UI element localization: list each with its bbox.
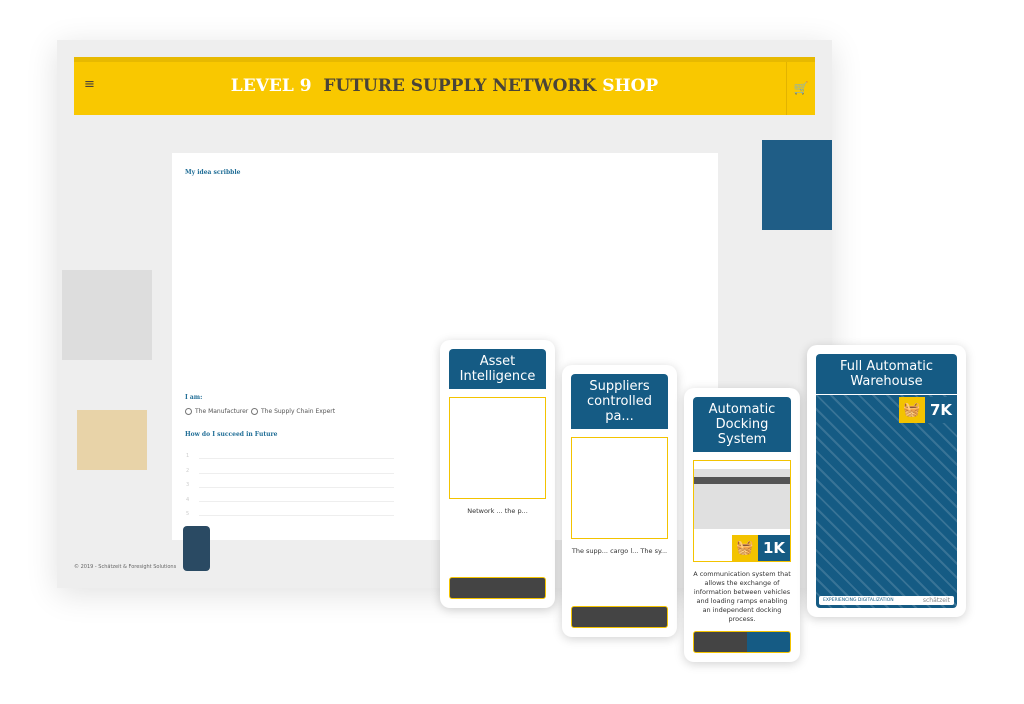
card-footer (693, 631, 791, 653)
radio-manufacturer[interactable]: The Manufacturer (185, 408, 248, 415)
iam-label: I am: (185, 394, 203, 401)
price-badge: 🧺1K (731, 535, 790, 561)
line-number: 1 (186, 453, 190, 459)
card-full-automatic-warehouse[interactable]: Full Automatic Warehouse 🧺7K EXPERIENCIN… (807, 345, 966, 617)
copyright: © 2019 - Schätzeit & Foresight Solutions (74, 564, 177, 570)
success-label: How do I succeed in Future (185, 431, 278, 438)
price-value: 1K (757, 535, 790, 561)
card-title: Asset Intelligence (449, 349, 546, 389)
card-asset-intelligence[interactable]: Asset Intelligence Network ... the p... (440, 340, 555, 608)
cart-icon[interactable]: 🛒 (786, 62, 815, 115)
card-automatic-docking[interactable]: Automatic Docking System 🧺1K A communica… (684, 388, 800, 662)
container-illustration (762, 140, 832, 230)
card-title: Automatic Docking System (693, 397, 791, 452)
basket-icon: 🧺 (898, 397, 925, 423)
boxes-illustration (77, 410, 147, 470)
card-back-pattern: 🧺7K EXPERIENCING DIGITALIZATION schätzeit (816, 395, 957, 608)
card-description: Network ... the p... (467, 507, 528, 515)
card-title: Suppliers controlled pa... (571, 374, 668, 429)
card-footer (571, 606, 668, 628)
header-bar: ≡ LEVEL 9 FUTURE SUPPLY NETWORK SHOP 🛒 (74, 57, 815, 115)
card-suppliers-controlled[interactable]: Suppliers controlled pa... The supp... c… (562, 365, 677, 637)
price-badge: 🧺7K (898, 397, 957, 423)
answer-line-5[interactable] (199, 515, 394, 516)
card-image (449, 397, 546, 499)
radio-supply-chain-expert[interactable]: The Supply Chain Expert (251, 408, 335, 415)
basket-icon: 🧺 (731, 535, 758, 561)
warehouse-illustration (62, 270, 152, 360)
tagline: EXPERIENCING DIGITALIZATION (823, 598, 894, 603)
price-value: 7K (924, 397, 957, 423)
answer-line-3[interactable] (199, 487, 394, 488)
answer-line-2[interactable] (199, 473, 394, 474)
card-footer (449, 577, 546, 599)
phone-illustration (183, 526, 210, 571)
scribble-label: My idea scribble (185, 169, 241, 176)
line-number: 4 (186, 497, 190, 503)
card-title: Full Automatic Warehouse (816, 354, 957, 394)
page-title: LEVEL 9 FUTURE SUPPLY NETWORK SHOP (230, 76, 659, 96)
line-number: 2 (186, 468, 190, 474)
card-image: 🧺1K (693, 460, 791, 562)
card-image (571, 437, 668, 539)
answer-line-4[interactable] (199, 501, 394, 502)
brand-logo: schätzeit (922, 597, 950, 604)
line-number: 5 (186, 511, 190, 517)
card-description: A communication system that allows the e… (693, 570, 791, 623)
line-number: 3 (186, 482, 190, 488)
answer-line-1[interactable] (199, 458, 394, 459)
card-description: The supp... cargo l... The sy... (571, 547, 668, 555)
hamburger-icon[interactable]: ≡ (84, 77, 95, 92)
card-brand-strip: EXPERIENCING DIGITALIZATION schätzeit (819, 596, 954, 605)
